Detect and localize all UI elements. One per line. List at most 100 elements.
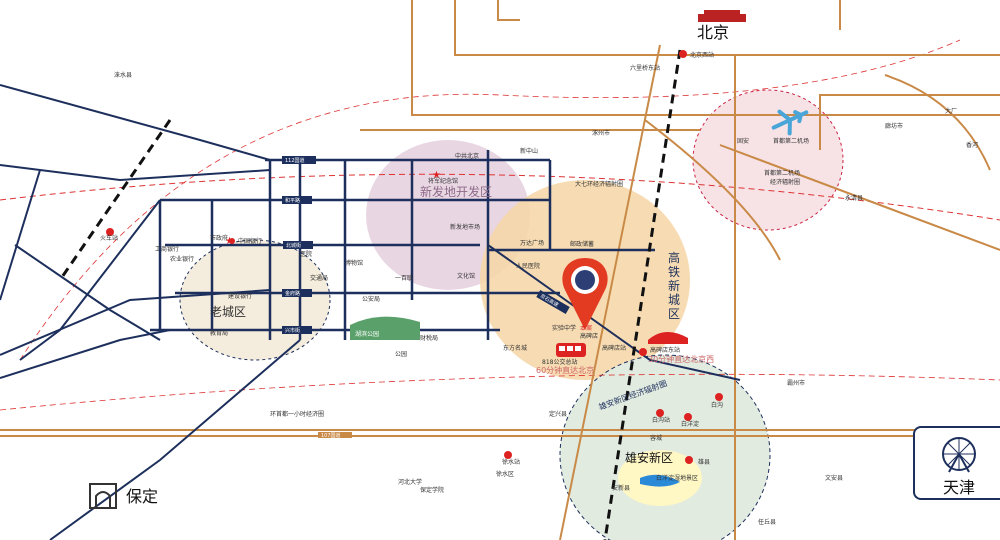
place-baoding-uni: 保定学院 bbox=[420, 486, 444, 494]
city-grid bbox=[150, 150, 655, 340]
place-zhuozhou: 涿州市 bbox=[592, 129, 610, 137]
place-liulihe: 六里桥东站 bbox=[630, 64, 660, 72]
place-wanda: 万达广场 bbox=[520, 239, 544, 247]
zone-laocheng: 老城区 bbox=[210, 305, 246, 319]
place-jiangjun: 将军纪念馆 bbox=[428, 177, 458, 185]
zone-hour-ring: 环首都一小时经济圈 bbox=[270, 410, 324, 418]
place-beijingxi: 北京西站 bbox=[690, 51, 714, 59]
place-baiyang: 白洋淀 bbox=[681, 420, 699, 428]
place-jiaoyu: 教育局 bbox=[210, 329, 228, 337]
tianjin-box: 天津 bbox=[913, 426, 1000, 500]
red-stars: ★ ★ bbox=[225, 170, 441, 247]
place-huoche: 火车站 bbox=[100, 234, 118, 242]
road-r107: 107国道 bbox=[321, 432, 341, 439]
place-laishui: 涞水县 bbox=[114, 71, 132, 79]
place-yibailian: 一百联 bbox=[395, 274, 413, 282]
place-hubin: 湖滨公园 bbox=[355, 330, 379, 338]
project-pin-icon[interactable] bbox=[562, 258, 608, 330]
place-baigou-st: 白沟站 bbox=[652, 416, 670, 424]
rail-text-2: 30分钟直达北京西 bbox=[648, 354, 714, 364]
place-anxin: 安新县 bbox=[612, 484, 630, 492]
airplane-icon bbox=[771, 109, 809, 136]
place-xiongxian: 雄县 bbox=[698, 458, 710, 466]
outer-ring-line bbox=[19, 39, 961, 361]
zone-ring7: 大七环经济辐射圈 bbox=[575, 180, 623, 188]
lake-park bbox=[350, 316, 420, 340]
place-hebei-uni: 河北大学 bbox=[398, 478, 422, 486]
place-xinfadi-market: 新发地市场 bbox=[450, 223, 480, 231]
place-nongye-bank: 农业银行 bbox=[170, 255, 194, 263]
zone-gaotie-4: 城 bbox=[668, 293, 680, 307]
zone-airport-ring-1: 首都第二机场 bbox=[764, 169, 800, 177]
place-bowuguan: 博物馆 bbox=[345, 259, 363, 267]
laocheng-zone bbox=[179, 239, 331, 361]
place-gongyuan: 公安局 bbox=[362, 295, 380, 303]
place-jiaotong: 交通局 bbox=[310, 274, 328, 282]
pin-label-2: 高碑店 bbox=[580, 332, 598, 340]
zone-gaotie-3: 新 bbox=[668, 278, 680, 293]
svg-text:★: ★ bbox=[225, 236, 234, 247]
svg-text:★: ★ bbox=[432, 170, 441, 181]
place-gongyuan2: 公园 bbox=[395, 351, 407, 358]
road-r112: 112国道 bbox=[285, 157, 305, 164]
place-airport: 首都第二机场 bbox=[773, 137, 809, 145]
road-beichengjie: 北城街 bbox=[286, 242, 301, 249]
place-baiyangdian: 白洋淀湿地景区 bbox=[656, 474, 698, 482]
bus-text-2: 60分钟直达北京 bbox=[536, 365, 594, 375]
ferris-wheel-icon bbox=[942, 437, 976, 473]
baoding-gate-icon bbox=[88, 480, 118, 510]
ring7-line bbox=[0, 173, 1000, 221]
place-zhonggong: 中共北京 bbox=[455, 152, 479, 160]
city-beijing: 北京 bbox=[697, 23, 729, 42]
place-wenhua: 文化馆 bbox=[457, 272, 475, 280]
place-xianghe: 香河 bbox=[966, 141, 978, 149]
rail-lines bbox=[58, 49, 682, 540]
beijing-gate-icon bbox=[698, 10, 746, 22]
place-dingxing: 定兴县 bbox=[549, 410, 567, 418]
zone-xiongan: 雄安新区 bbox=[625, 450, 673, 465]
zone-gaotie-2: 铁 bbox=[668, 265, 680, 279]
place-wenan: 文安县 bbox=[825, 474, 843, 482]
place-caishui: 财税局 bbox=[420, 334, 438, 342]
place-zhongguo-bank: 中国银行 bbox=[238, 237, 262, 245]
rail-text-1: 高碑店东站 bbox=[650, 346, 680, 354]
road-hepingjie: 和平路 bbox=[285, 197, 300, 204]
bus-text-1: 818公交总站 bbox=[542, 358, 577, 366]
pin-label-1: 本案 bbox=[580, 324, 592, 332]
road-xingshijie: 兴市街 bbox=[285, 327, 300, 334]
zone-gaotie-1: 高 bbox=[668, 250, 680, 265]
place-rongcheng: 容城 bbox=[650, 434, 662, 442]
place-daxing: 大厂 bbox=[945, 107, 957, 115]
road-jinfujie: 金府路 bbox=[285, 290, 300, 297]
city-tianjin: 天津 bbox=[943, 478, 976, 497]
place-yiyuan: 医院 bbox=[300, 250, 312, 258]
place-langfang: 廊坊市 bbox=[885, 122, 903, 130]
baiyangdian-lake bbox=[640, 474, 680, 487]
place-yongqing: 永清县 bbox=[845, 194, 863, 202]
road-label-chips bbox=[282, 156, 570, 438]
city-baoding: 保定 bbox=[126, 487, 158, 506]
xiongan-zone bbox=[559, 354, 771, 540]
hour-ring-line bbox=[0, 373, 1000, 411]
place-youzheng: 邮政储蓄 bbox=[570, 240, 594, 248]
place-shizhengfu: 市政府 bbox=[210, 234, 228, 242]
place-xushui-st: 徐水站 bbox=[502, 458, 520, 466]
zone-airport-ring-2: 经济辐射圈 bbox=[770, 178, 800, 186]
station-markers bbox=[106, 50, 723, 464]
train-icon bbox=[648, 331, 688, 344]
place-guan: 固安 bbox=[737, 137, 749, 145]
bus-icon bbox=[556, 343, 586, 357]
place-renmin-hosp: 人民医院 bbox=[516, 262, 540, 270]
place-shiyan-school: 实验中学 bbox=[552, 324, 576, 332]
zone-xinfadi: 新发地开发区 bbox=[420, 184, 492, 199]
place-baigou: 白沟 bbox=[711, 401, 723, 409]
place-bazhou: 霸州市 bbox=[787, 379, 805, 387]
place-jianshe-bank: 建设银行 bbox=[228, 292, 252, 300]
place-xinzhongshan: 新中山 bbox=[520, 147, 538, 155]
place-gongshang-bank: 工商银行 bbox=[155, 245, 179, 253]
place-xushui: 徐水区 bbox=[496, 470, 514, 478]
place-dongfang: 东方名城 bbox=[503, 344, 527, 352]
zone-gaotie-5: 区 bbox=[668, 307, 680, 321]
